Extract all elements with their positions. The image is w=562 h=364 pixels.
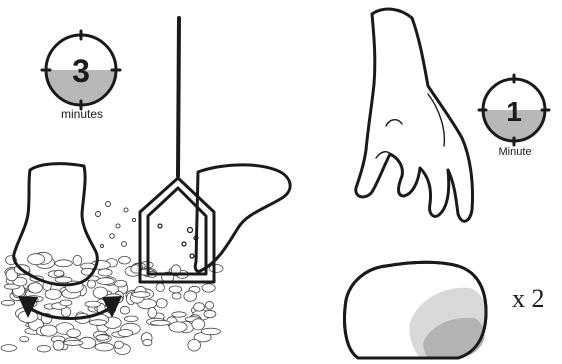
timer-left-number: 3 [72,53,90,89]
gravel-stone [28,254,45,265]
hand-icon [356,9,473,221]
timer-icon-right: 1 [479,75,549,145]
bubble [124,208,128,212]
timer-icon-left: 3 [42,31,120,109]
gravel-stone [169,322,187,332]
gravel-stone [172,312,186,317]
gravel-stone [118,330,133,337]
gravel-stone [90,320,107,326]
gravel-stone [98,269,112,276]
bubble [106,202,111,207]
gravel-stone [67,329,81,338]
gravel-stone [20,336,29,341]
gravel-stone [202,284,215,292]
gravel-stone [209,265,223,273]
gravel-stone [120,306,129,314]
timer-right-unit: Minute [498,146,531,158]
gravel-stone [95,343,114,351]
gravel-stone [156,299,167,308]
gravel-stone [64,340,83,345]
gravel-stone [201,328,220,335]
gravel-stone [143,339,152,345]
gravel-stone [85,301,101,307]
gravel-stone [53,340,64,350]
gravel-stone [156,283,164,291]
timer-right-number: 1 [506,96,522,127]
gravel-stone [60,300,72,306]
gravel-stone [205,301,213,309]
gravel-stone [124,316,138,322]
gravel-stone [96,335,109,341]
gravel-stone [41,325,58,336]
timer-left-unit: minutes [61,107,103,121]
gravel-stone [204,310,216,317]
gravel-stone [194,303,205,311]
gravel-stone [115,280,127,287]
gravel-stone [192,319,205,330]
bubble [122,242,127,247]
gravel-stone [54,270,64,276]
gravel-stone [184,291,197,302]
gravel-stone [55,260,72,267]
stone-count-label: x 2 [512,284,545,313]
bubble [96,212,101,217]
gravel-stone [1,345,16,352]
gravel-stone [172,293,181,299]
bubble [132,218,135,221]
gravel-stone [169,286,182,293]
gravel-stone [148,307,157,318]
gravel-stone [132,292,150,298]
gravel-stone [119,256,131,264]
gravel-stone [97,278,114,285]
gravel-stone [88,280,96,288]
bubble [116,224,120,228]
gravel-stone [1,300,15,305]
bubbles [96,202,136,248]
gravel-stone [114,341,123,348]
gravel-stone [28,283,42,293]
gravel-stone [188,339,201,351]
kick-net-icon [140,18,290,282]
bubble [110,234,115,239]
gravel-stone [73,255,82,265]
bubble [101,245,104,248]
gravel-stone [37,345,50,352]
gravel-stone [150,320,170,325]
stone-icon [345,262,487,358]
